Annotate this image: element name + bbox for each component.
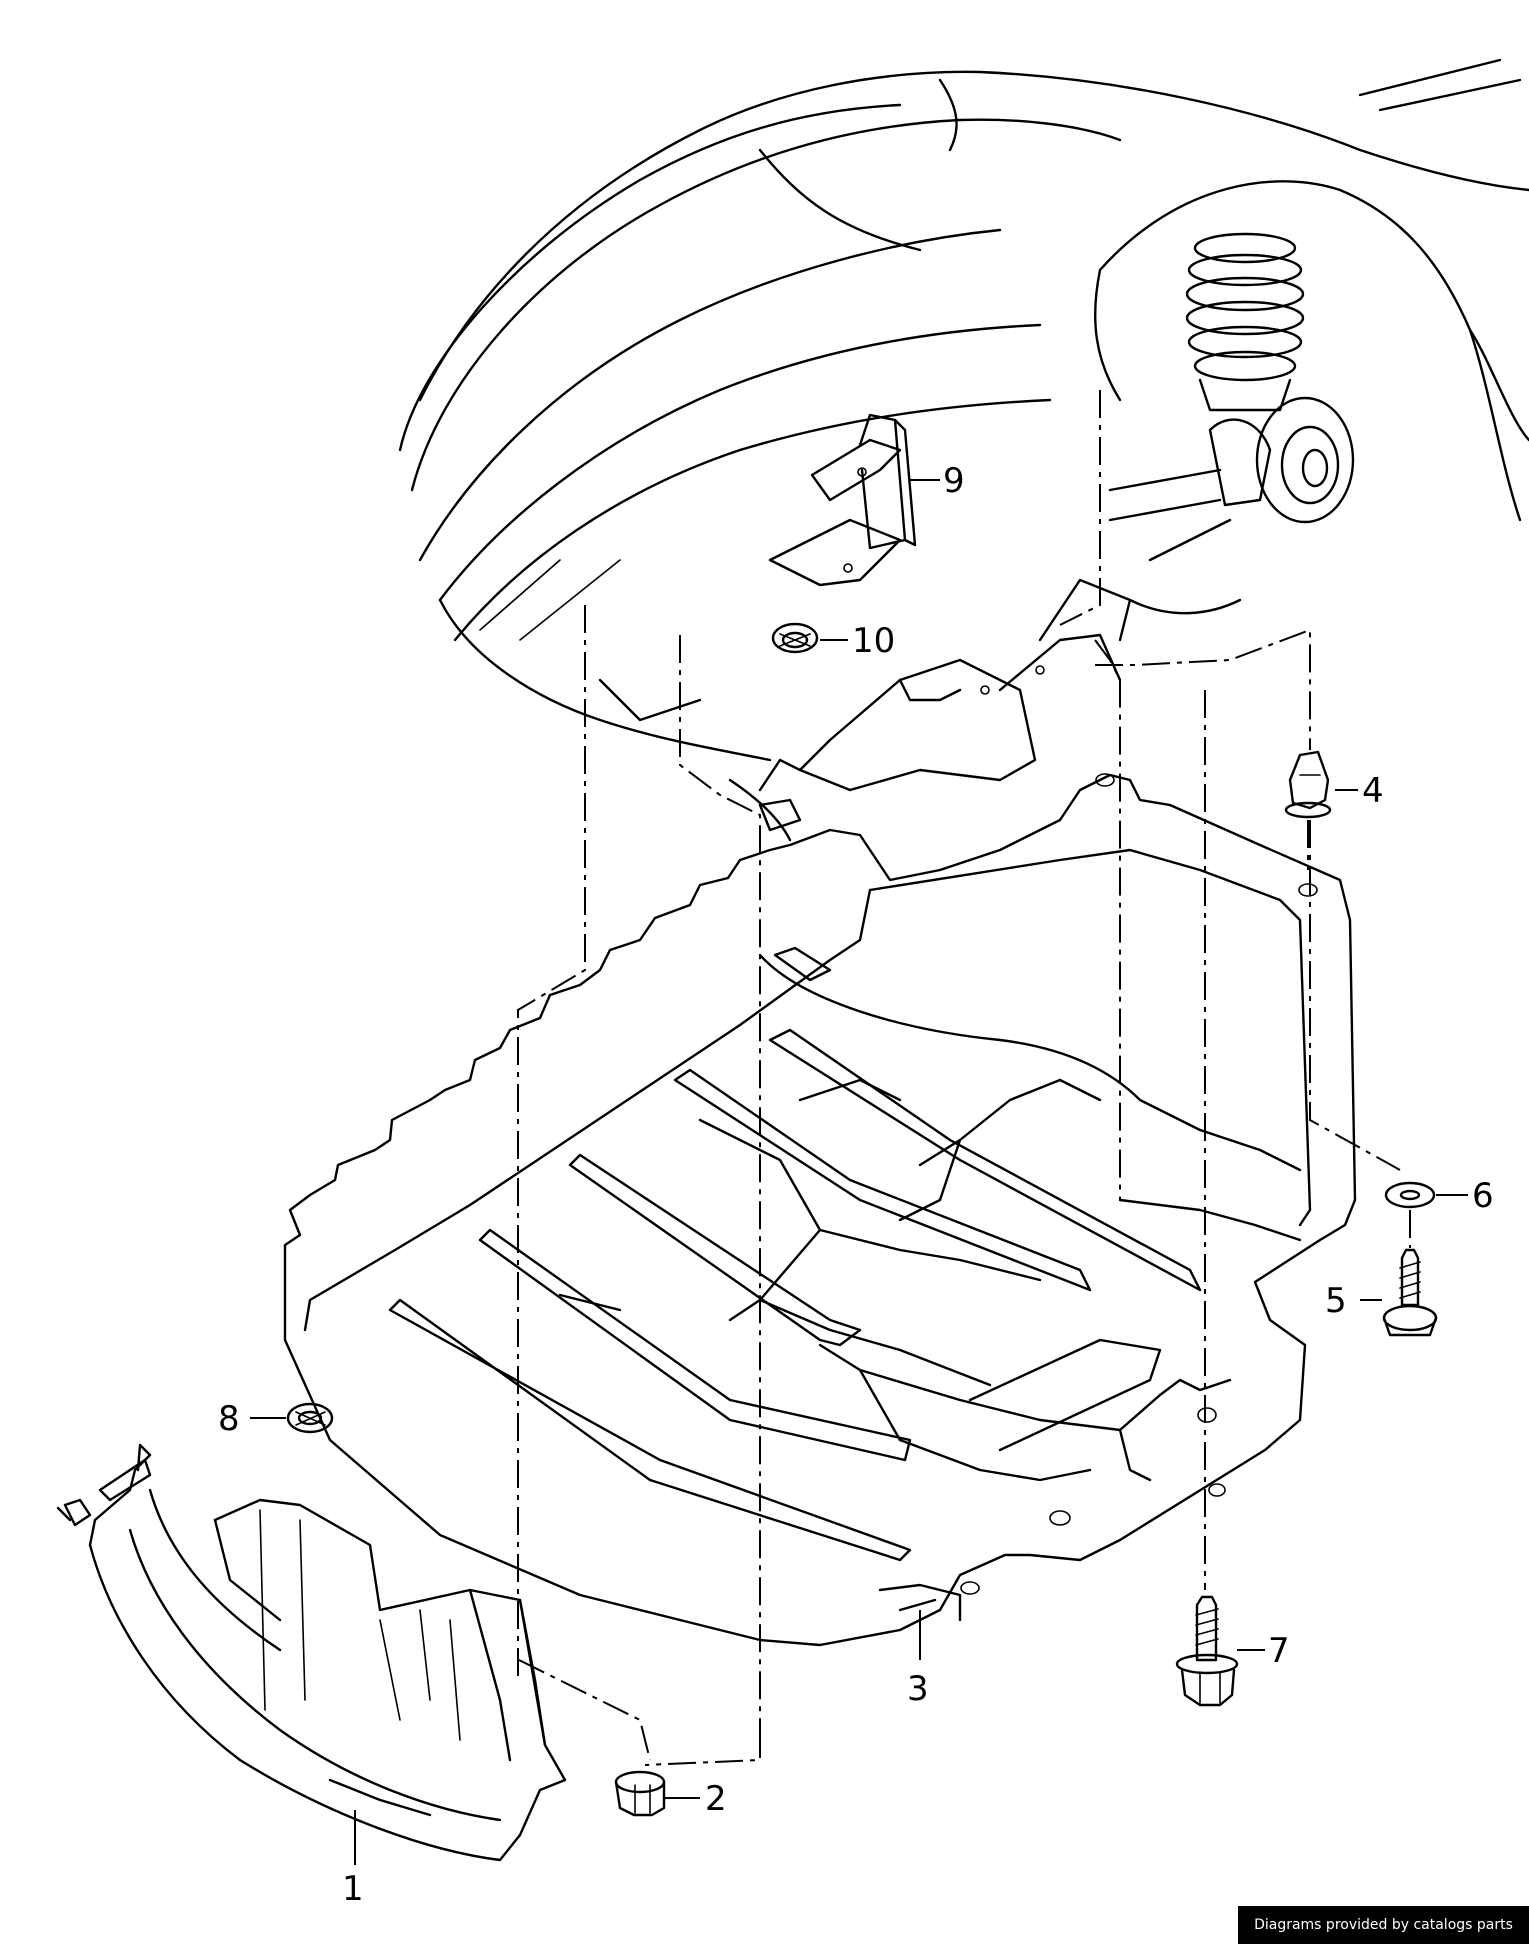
- clip-nut-part-10: [771, 622, 819, 654]
- screw-part-5: [1382, 1248, 1438, 1337]
- clip-part-4: [1284, 750, 1332, 819]
- bracket-part-9: [768, 413, 917, 587]
- nut-part-2: [614, 1770, 666, 1817]
- assembly-centerlines: [517, 390, 1411, 1766]
- front-bumper-drawing: [398, 58, 1529, 762]
- credit-banner: Diagrams provided by catalogs parts: [1238, 1906, 1529, 1944]
- bolt-part-7: [1175, 1595, 1239, 1707]
- splash-shield-part-1: [56, 1443, 567, 1865]
- callout-3: 3: [907, 1669, 929, 1709]
- callout-6: 6: [1472, 1176, 1494, 1216]
- callout-4: 4: [1362, 771, 1384, 811]
- callout-7: 7: [1268, 1631, 1290, 1671]
- engine-undertray-part-3: [283, 773, 1357, 1647]
- leader-lines: [250, 479, 1468, 1799]
- callout-8: 8: [218, 1399, 240, 1439]
- washer-part-6: [1384, 1181, 1436, 1209]
- callout-10: 10: [852, 621, 895, 661]
- callout-1: 1: [342, 1869, 364, 1909]
- callout-labels: 1 2 3 4 5 6 7 8 9 10: [218, 461, 1494, 1909]
- wheel-arch-deflector-drawing: [728, 578, 1132, 842]
- suspension-spring-drawing: [1108, 232, 1355, 615]
- clip-nut-part-8: [286, 1402, 334, 1434]
- callout-2: 2: [705, 1779, 727, 1819]
- callout-9: 9: [943, 461, 965, 501]
- callout-5: 5: [1325, 1281, 1347, 1321]
